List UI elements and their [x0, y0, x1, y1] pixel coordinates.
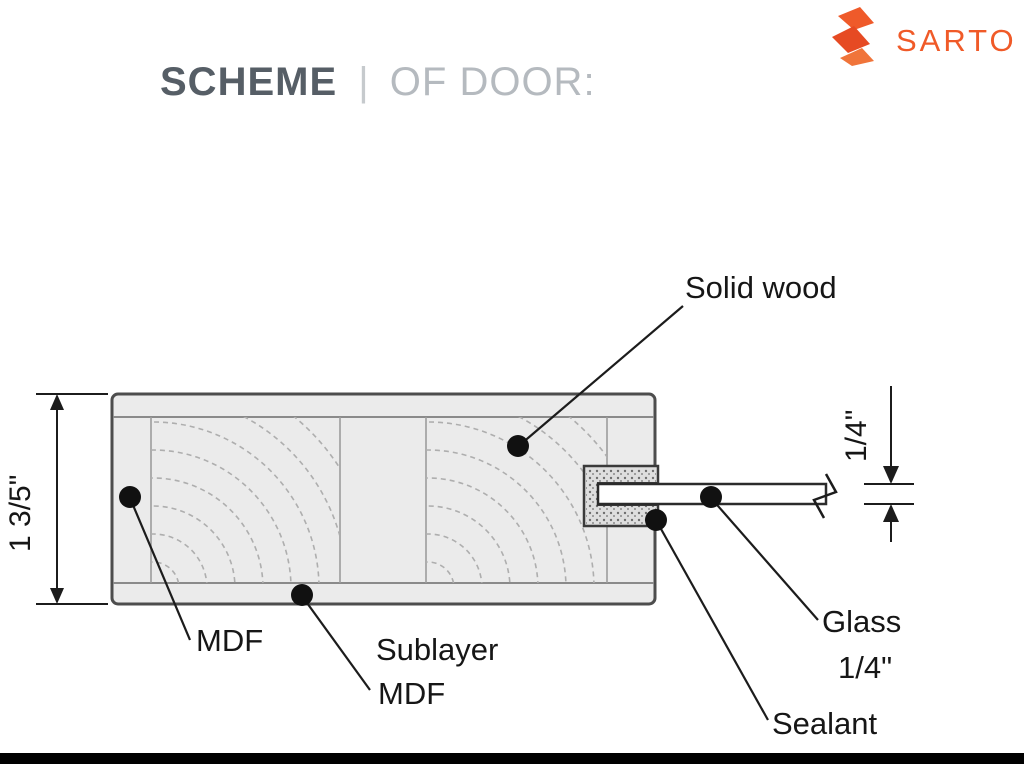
page-title: SCHEME | OF DOOR: — [160, 60, 596, 104]
title-separator: | — [358, 60, 369, 104]
sublayer-label-line2: MDF — [378, 676, 445, 711]
brand-name: SARTO — [896, 23, 1017, 58]
mdf-edge-label: MDF — [196, 623, 263, 658]
glass-thickness-dimension — [883, 386, 899, 542]
wood-grain-left — [151, 417, 339, 583]
leader-lines — [128, 305, 819, 721]
title-main: SCHEME — [160, 60, 338, 104]
glass-dot — [700, 486, 722, 508]
glass-label-line2: 1/4" — [838, 650, 892, 685]
bottom-black-bar — [0, 753, 1024, 764]
mdf-edge-dot — [119, 486, 141, 508]
sealant-label: Sealant — [772, 706, 878, 741]
sublayer-dot — [291, 584, 313, 606]
door-thickness-dimension — [36, 393, 108, 605]
solid-wood-label: Solid wood — [685, 270, 837, 305]
sealant-dot — [645, 509, 667, 531]
leader-dots — [119, 435, 722, 606]
door-body — [110, 392, 657, 606]
glass-thickness-label: 1/4" — [840, 410, 873, 462]
door-thickness-label: 1 3/5" — [4, 475, 37, 552]
glass-break-icon — [812, 473, 838, 519]
sarto-logo-icon — [832, 7, 874, 66]
title-sub: OF DOOR: — [389, 60, 596, 104]
brand-logo: SARTO — [824, 4, 1017, 66]
sublayer-label-line1: Sublayer — [376, 632, 498, 667]
wood-grain-right — [426, 417, 607, 583]
solid-wood-dot — [507, 435, 529, 457]
glass-label-line1: Glass — [822, 604, 901, 639]
